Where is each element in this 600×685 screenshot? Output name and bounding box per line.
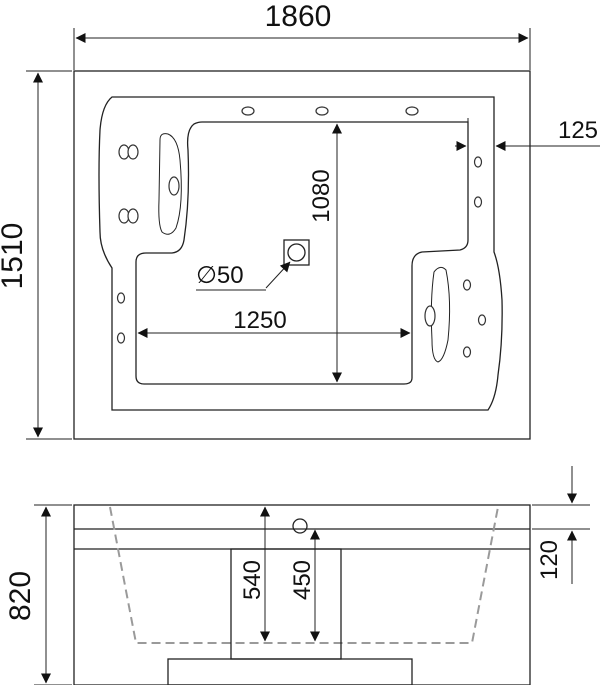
side-view-outline (73, 504, 531, 685)
top-view-outline (73, 70, 531, 440)
left-armrest (158, 133, 182, 235)
tub-basin-contour (135, 121, 469, 385)
right-armrest (430, 266, 451, 363)
rim-height-label: 120 (536, 540, 563, 580)
headrest-jets (118, 144, 139, 224)
overall-length-label: 1860 (265, 0, 332, 33)
inner-width-label: 1080 (308, 169, 335, 222)
inner-length-label: 1250 (233, 307, 286, 334)
depth-540-label: 540 (239, 560, 266, 600)
drain-diameter-label: ∅50 (196, 262, 244, 289)
depth-450-label: 450 (289, 560, 316, 600)
top-view: ∅50 1860 1510 1080 1250 125 (0, 0, 600, 440)
overflow-outlet (292, 518, 308, 534)
overall-width-label: 1510 (0, 223, 29, 290)
base-plinth (167, 658, 413, 685)
drain (196, 239, 310, 291)
wall-jets (116, 106, 487, 358)
overall-height-label: 820 (4, 571, 37, 621)
rim-offset-label: 125 (558, 117, 598, 144)
tub-rim-contour (98, 96, 503, 411)
side-view: 540 450 820 120 (4, 466, 590, 685)
